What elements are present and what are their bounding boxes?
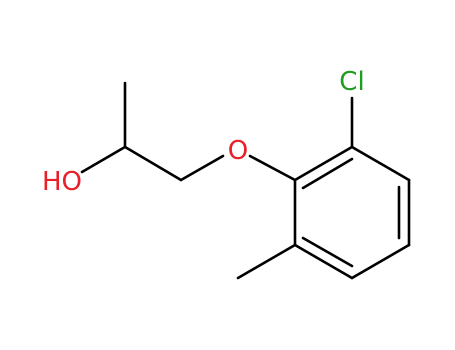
ring-bond-2 (350, 145, 411, 182)
bond-c1-o (179, 154, 225, 182)
ring-bond-5 (293, 243, 354, 280)
bond-o-ar1 (248, 154, 297, 182)
chlorine-label: Cl (339, 67, 364, 97)
ring-bond-4 (350, 243, 411, 280)
ether-oxygen-label: O (228, 136, 248, 166)
bond-c2-oh (80, 145, 127, 174)
bond-c2-c1 (123, 145, 183, 182)
ring-bond-1 (293, 145, 354, 182)
bonds (80, 81, 411, 280)
hydroxyl-label: HO (42, 167, 82, 197)
ring-bond-1-inner (301, 157, 354, 190)
ring-bond-5-inner (301, 236, 354, 268)
bond-ar-ch3 (236, 243, 297, 280)
